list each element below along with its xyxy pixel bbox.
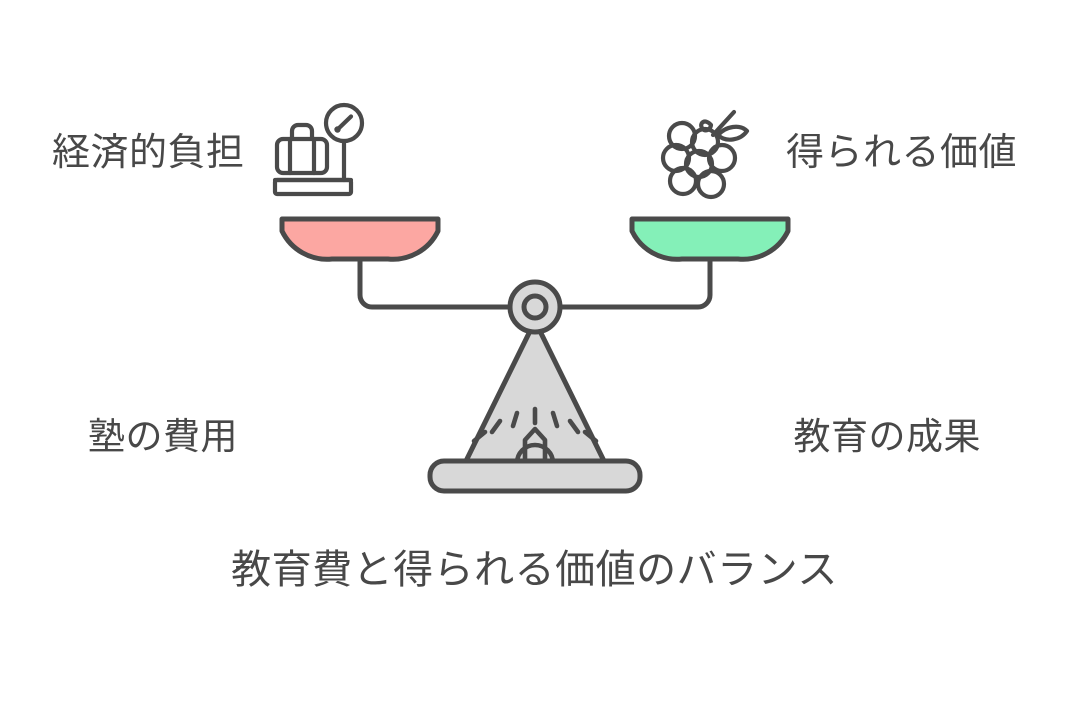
top-label-row: 経済的負担: [0, 98, 1069, 208]
right-pan: [629, 216, 790, 262]
scale-base: [427, 458, 642, 494]
balance-scale-diagram: [255, 195, 815, 505]
pivot-inner-ring: [521, 293, 548, 321]
scale-stand: [462, 318, 607, 466]
luggage-scale-icon: [267, 101, 371, 205]
grapes-icon: [656, 101, 760, 205]
left-top-label: 経済的負担: [52, 132, 245, 174]
left-pan: [279, 216, 440, 262]
right-top-label: 得られる価値: [785, 132, 1017, 174]
left-header-group: 経済的負担: [52, 101, 371, 205]
right-sub-label: 教育の成果: [793, 415, 981, 457]
right-header-group: 得られる価値: [656, 101, 1017, 205]
caption-title: 教育費と得られる価値のバランス: [231, 548, 838, 592]
sub-label-row: 塾の費用 教育の成果: [0, 406, 1069, 466]
left-sub-label: 塾の費用: [88, 415, 238, 457]
